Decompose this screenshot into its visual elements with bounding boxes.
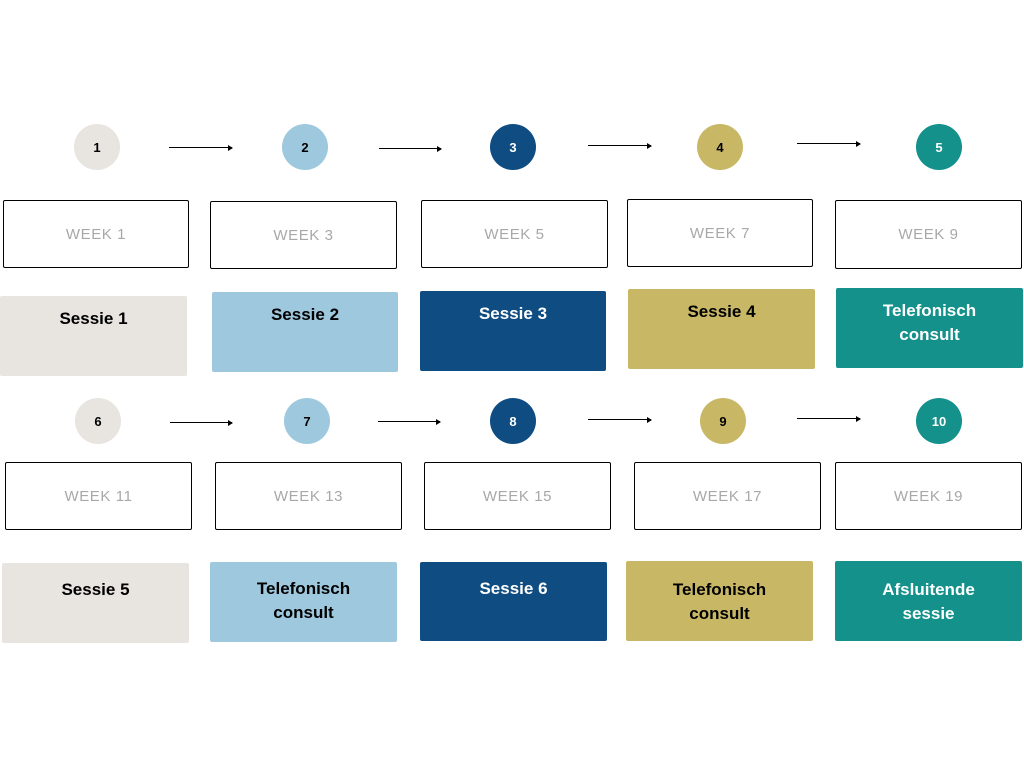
session-label: Sessie 5 — [61, 580, 130, 599]
week-box-3: WEEK 5 — [421, 200, 608, 268]
arrow-right-icon — [588, 142, 652, 149]
step-badge-1: 1 — [74, 124, 120, 170]
step-badge-8: 8 — [490, 398, 536, 444]
step-number: 2 — [301, 139, 309, 155]
session-card-6: Sessie 5 — [2, 563, 189, 643]
arrow-right-icon — [379, 145, 442, 152]
step-badge-3: 3 — [490, 124, 536, 170]
step-number: 10 — [931, 413, 947, 429]
arrow-right-icon — [169, 144, 233, 151]
session-card-3: Sessie 3 — [420, 291, 606, 371]
session-card-1: Sessie 1 — [0, 296, 187, 376]
week-box-6: WEEK 11 — [5, 462, 192, 530]
session-label: Sessie 2 — [270, 305, 340, 324]
step-badge-4: 4 — [697, 124, 743, 170]
arrow-right-icon — [797, 415, 861, 422]
session-label: Sessie 6 — [479, 579, 548, 598]
arrow-right-icon — [170, 419, 233, 426]
session-card-9: Telefonisch consult — [626, 561, 813, 641]
step-number: 4 — [716, 139, 724, 155]
week-label: WEEK 1 — [65, 225, 127, 243]
step-number: 8 — [509, 413, 517, 429]
session-label: Telefonisch consult — [672, 580, 767, 623]
week-box-8: WEEK 15 — [424, 462, 611, 530]
session-card-5: Telefonisch consult — [836, 288, 1023, 368]
week-box-1: WEEK 1 — [3, 200, 189, 268]
week-box-9: WEEK 17 — [634, 462, 821, 530]
session-label: Sessie 3 — [478, 304, 548, 323]
step-badge-9: 9 — [700, 398, 746, 444]
session-card-4: Sessie 4 — [628, 289, 815, 369]
week-box-10: WEEK 19 — [835, 462, 1022, 530]
session-card-2: Sessie 2 — [212, 292, 398, 372]
session-label: Sessie 4 — [687, 302, 756, 321]
arrow-right-icon — [378, 418, 441, 425]
week-box-2: WEEK 3 — [210, 201, 397, 269]
step-number: 6 — [94, 413, 102, 429]
step-badge-7: 7 — [284, 398, 330, 444]
arrow-right-icon — [588, 416, 652, 423]
arrow-right-icon — [797, 140, 861, 147]
step-number: 9 — [719, 413, 727, 429]
step-badge-2: 2 — [282, 124, 328, 170]
session-card-7: Telefonisch consult — [210, 562, 397, 642]
week-label: WEEK 11 — [64, 487, 133, 505]
week-label: WEEK 19 — [893, 487, 964, 505]
step-badge-6: 6 — [75, 398, 121, 444]
week-label: WEEK 5 — [484, 225, 545, 243]
week-label: WEEK 7 — [689, 224, 751, 242]
step-number: 1 — [93, 139, 101, 155]
step-number: 7 — [303, 413, 311, 429]
week-label: WEEK 3 — [273, 226, 334, 244]
week-label: WEEK 9 — [898, 226, 959, 243]
step-badge-10: 10 — [916, 398, 962, 444]
step-badge-5: 5 — [916, 124, 962, 170]
week-label: WEEK 17 — [692, 487, 763, 505]
session-card-8: Sessie 6 — [420, 562, 607, 641]
week-label: WEEK 15 — [482, 487, 553, 505]
session-label: Sessie 1 — [59, 309, 128, 328]
week-box-5: WEEK 9 — [835, 200, 1022, 269]
session-label: Telefonisch consult — [882, 301, 977, 344]
step-number: 3 — [509, 139, 517, 155]
session-label: Telefonisch consult — [256, 579, 351, 622]
week-label: WEEK 13 — [273, 487, 344, 505]
week-box-4: WEEK 7 — [627, 199, 813, 267]
step-number: 5 — [935, 139, 943, 155]
session-label: Afsluitende sessie — [882, 580, 975, 623]
session-card-10: Afsluitende sessie — [835, 561, 1022, 641]
week-box-7: WEEK 13 — [215, 462, 402, 530]
